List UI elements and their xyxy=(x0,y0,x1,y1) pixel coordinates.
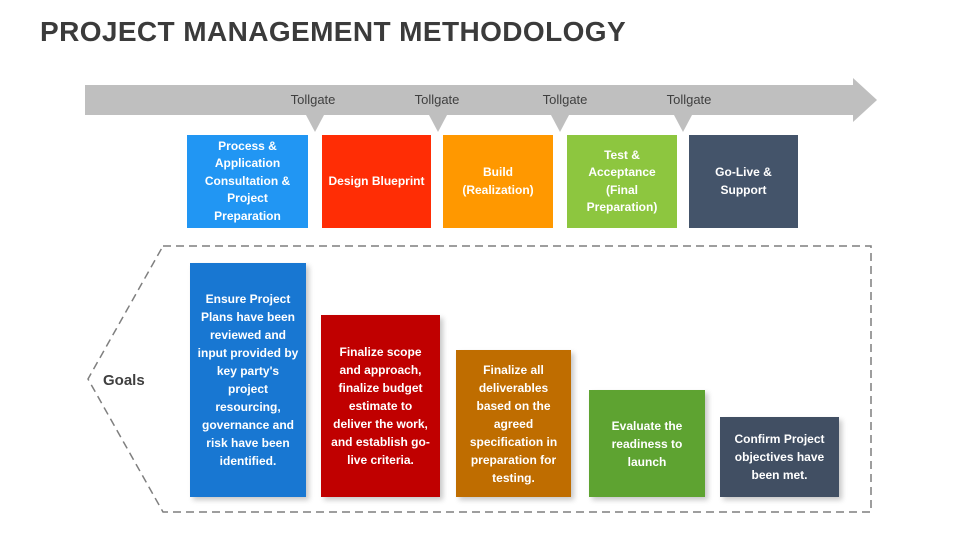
goal-box-readiness: Evaluate the readiness to launch xyxy=(589,390,705,497)
page-title: PROJECT MANAGEMENT METHODOLOGY xyxy=(40,16,627,47)
tollgate-label: Tollgate xyxy=(290,92,336,107)
arrow-head-icon xyxy=(853,78,877,122)
tollgate-pointer-icon xyxy=(429,115,447,132)
tollgate-label: Tollgate xyxy=(542,92,588,107)
phase-box-design-blueprint: Design Blueprint xyxy=(322,135,431,228)
tollgate-label: Tollgate xyxy=(414,92,460,107)
timeline-arrow xyxy=(85,85,853,115)
phase-box-process-preparation: Process & Application Consultation & Pro… xyxy=(187,135,308,228)
goal-box-scope-budget: Finalize scope and approach, finalize bu… xyxy=(321,315,440,497)
tollgate-pointer-icon xyxy=(551,115,569,132)
phase-box-test-acceptance: Test & Acceptance (Final Preparation) xyxy=(567,135,677,228)
goal-box-deliverables: Finalize all deliverables based on the a… xyxy=(456,350,571,497)
goals-label: Goals xyxy=(103,372,145,389)
tollgate-pointer-icon xyxy=(674,115,692,132)
phase-box-build-realization: Build (Realization) xyxy=(443,135,553,228)
phase-box-go-live-support: Go-Live & Support xyxy=(689,135,798,228)
goal-box-objectives-met: Confirm Project objectives have been met… xyxy=(720,417,839,497)
tollgate-label: Tollgate xyxy=(666,92,712,107)
goal-box-project-plans: Ensure Project Plans have been reviewed … xyxy=(190,263,306,497)
tollgate-pointer-icon xyxy=(306,115,324,132)
